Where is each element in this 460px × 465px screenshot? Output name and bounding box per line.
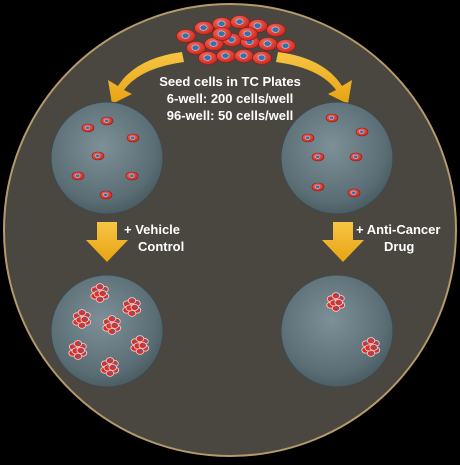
seeded-cell: [126, 133, 140, 143]
left-treatment-line2: Control: [138, 239, 184, 254]
colony: [68, 340, 88, 360]
plate-bottom-right: [280, 274, 394, 388]
seed-label-line3: 96-well: 50 cells/well: [167, 108, 293, 123]
colony: [130, 335, 150, 355]
seeded-cell: [125, 171, 139, 181]
seeded-cell: [71, 171, 85, 181]
seed-cell: [252, 51, 272, 65]
colony: [102, 315, 122, 335]
colony: [122, 297, 142, 317]
seed-cell: [238, 27, 258, 41]
colony: [100, 357, 120, 377]
seed-cell: [176, 29, 196, 43]
left-treatment-line1: + Vehicle: [124, 222, 180, 237]
seed-cell: [266, 23, 286, 37]
right-treatment-line1: + Anti-Cancer: [356, 222, 440, 237]
seeded-cell: [325, 113, 339, 123]
seeded-cell: [100, 116, 114, 126]
plate-top-left: [50, 101, 164, 215]
treatment-arrow-right: [322, 222, 364, 262]
seed-label-line2: 6-well: 200 cells/well: [167, 91, 293, 106]
seeded-cell: [99, 190, 113, 200]
colony: [361, 337, 381, 357]
seed-cell: [198, 51, 218, 65]
seeded-cell: [91, 151, 105, 161]
colony: [326, 292, 346, 312]
colony: [90, 283, 110, 303]
seed-arrow-right: [276, 52, 352, 104]
seed-cell-cluster: [176, 15, 296, 65]
treatment-arrow-left: [86, 222, 128, 262]
seed-label-line1: Seed cells in TC Plates: [159, 74, 301, 89]
colony: [72, 309, 92, 329]
seeded-cell: [347, 188, 361, 198]
seeded-cell: [311, 152, 325, 162]
seeded-cell: [301, 133, 315, 143]
seed-cell: [194, 21, 214, 35]
seed-cell: [216, 49, 236, 63]
seed-arrow-left: [108, 52, 184, 104]
seed-cell: [258, 37, 278, 51]
seed-cell: [212, 27, 232, 41]
cell-colonies: [68, 283, 381, 377]
seed-cell: [230, 15, 250, 29]
seed-cell: [276, 39, 296, 53]
seeded-cell: [81, 123, 95, 133]
seed-cell: [212, 17, 232, 31]
seeded-cell: [311, 182, 325, 192]
seed-cell: [186, 41, 206, 55]
seed-cell: [234, 49, 254, 63]
seeded-cell: [355, 127, 369, 137]
seeded-cell: [349, 152, 363, 162]
seeded-cells: [71, 113, 369, 200]
right-treatment-line2: Drug: [384, 239, 414, 254]
